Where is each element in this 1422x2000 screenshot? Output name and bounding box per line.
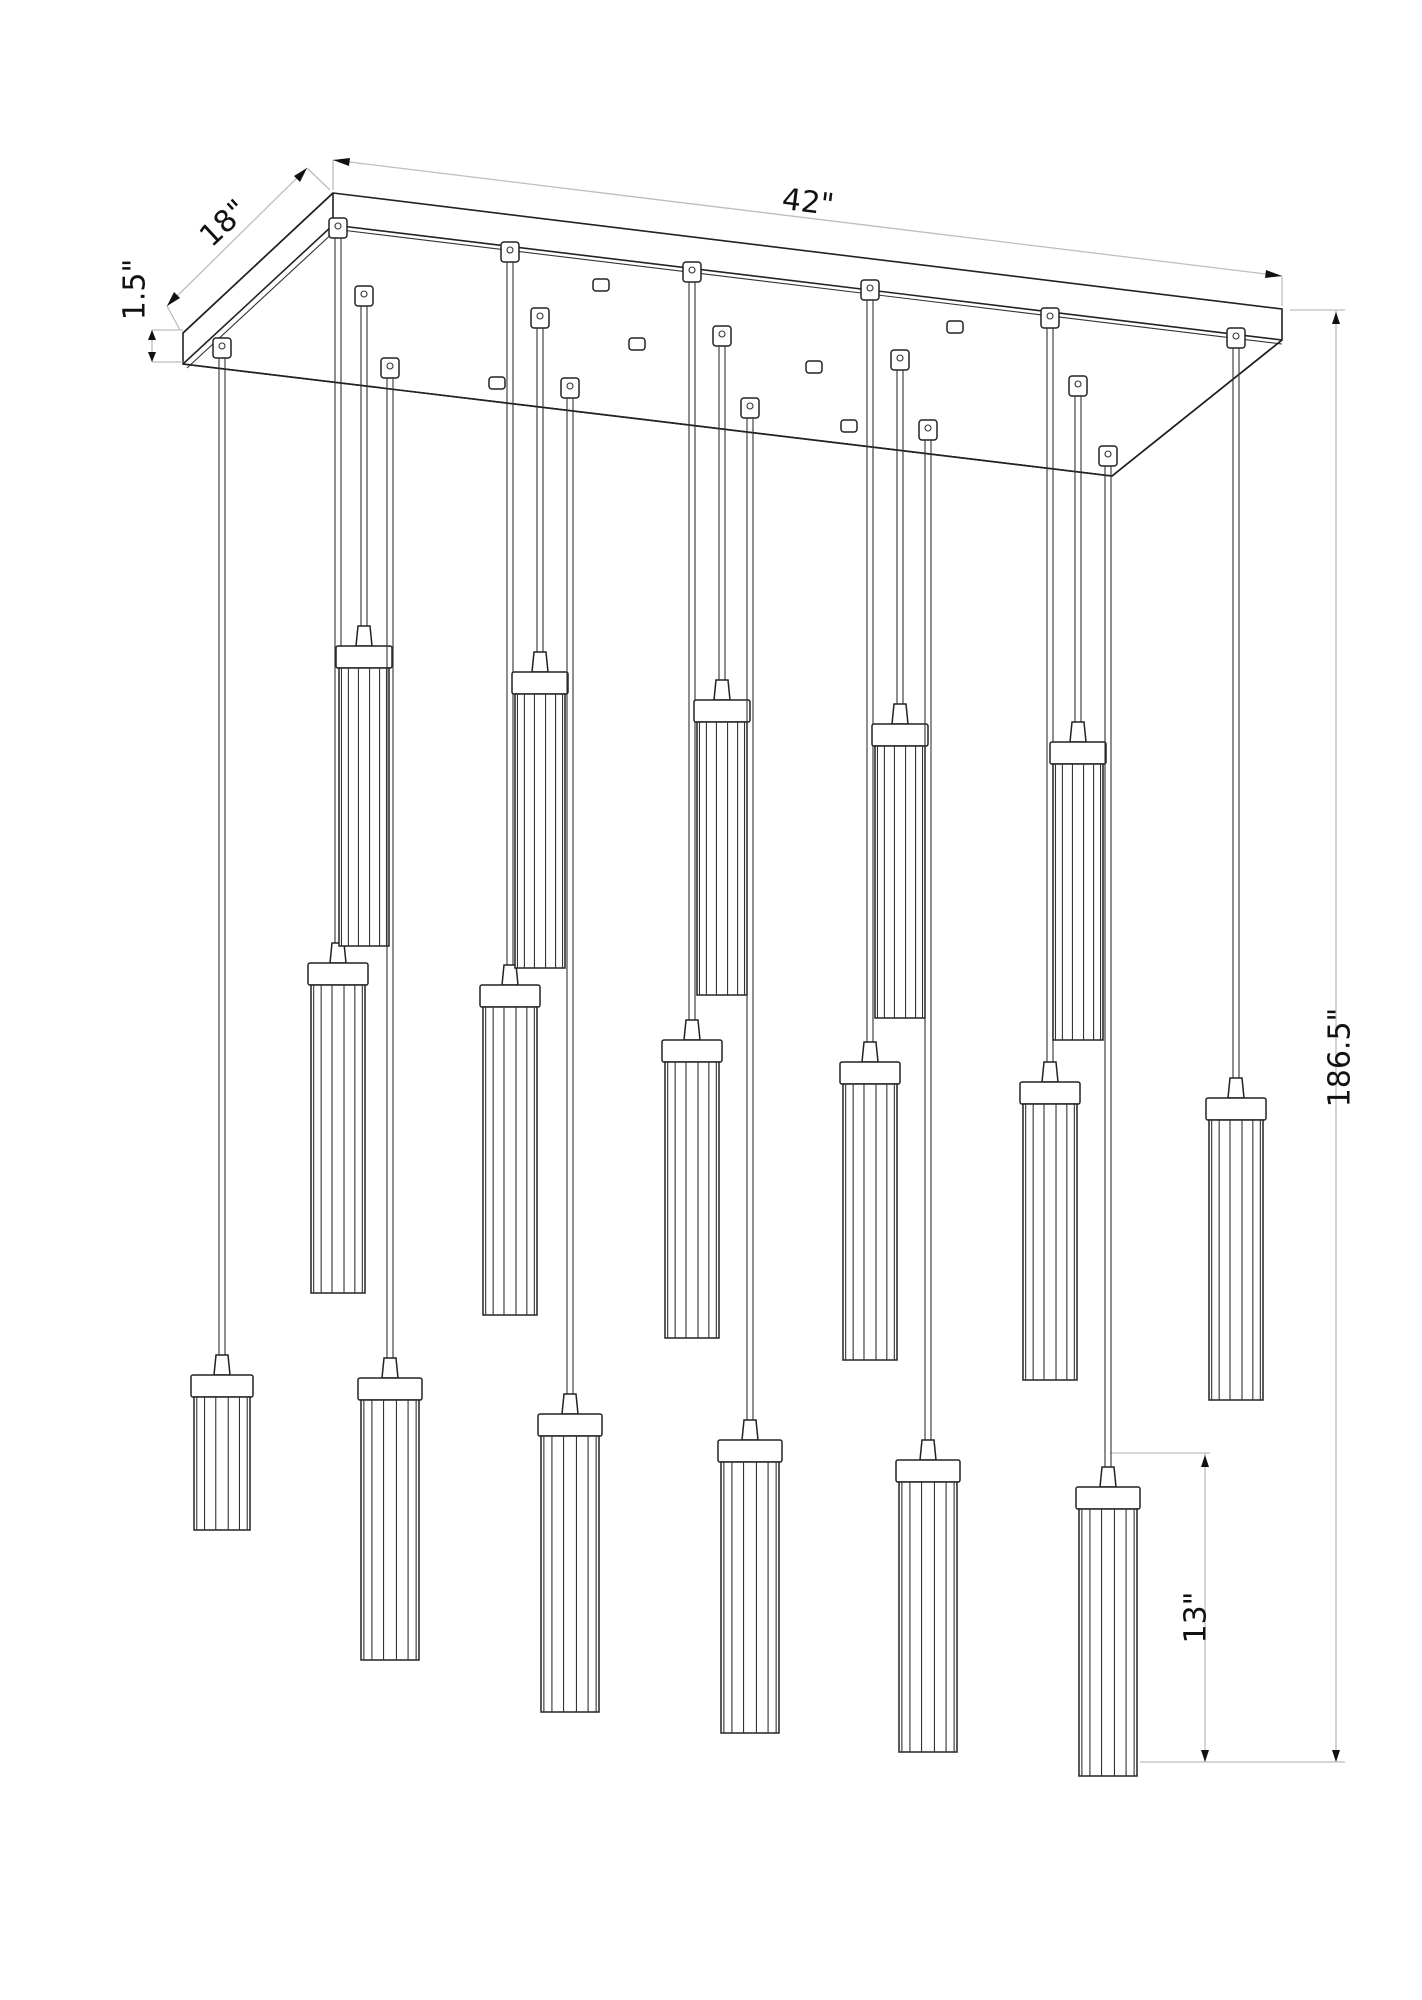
width-dimension-label: 42" [780, 181, 836, 224]
pendant-16 [1075, 445, 1141, 1777]
pendant-10 [717, 397, 783, 1734]
overall-height-dimension-label: 186.5" [1322, 1007, 1358, 1108]
pendant-1 [190, 337, 254, 1531]
pendant-7 [537, 377, 603, 1713]
pendant-9 [693, 325, 751, 996]
shade-height-dimension-label: 13" [1178, 1591, 1214, 1644]
pendant-group [190, 217, 1267, 1777]
dimension-lines [148, 158, 1345, 1763]
pendant-4 [357, 357, 423, 1661]
pendant-8 [661, 261, 723, 1339]
pendant-5 [479, 241, 541, 1316]
pendant-17 [1205, 327, 1267, 1401]
pendant-11 [839, 279, 901, 1361]
pendant-12 [871, 349, 929, 1019]
pendant-13 [895, 419, 961, 1753]
pendant-15 [1049, 375, 1107, 1041]
canopy-plate [182, 192, 1283, 477]
canopy-caps [488, 278, 964, 433]
pendant-14 [1019, 307, 1081, 1381]
pendant-2 [307, 217, 369, 1294]
pendant-6 [511, 307, 569, 969]
pendant-3 [335, 285, 393, 947]
canopy-height-dimension-label: 1.5" [117, 258, 153, 321]
